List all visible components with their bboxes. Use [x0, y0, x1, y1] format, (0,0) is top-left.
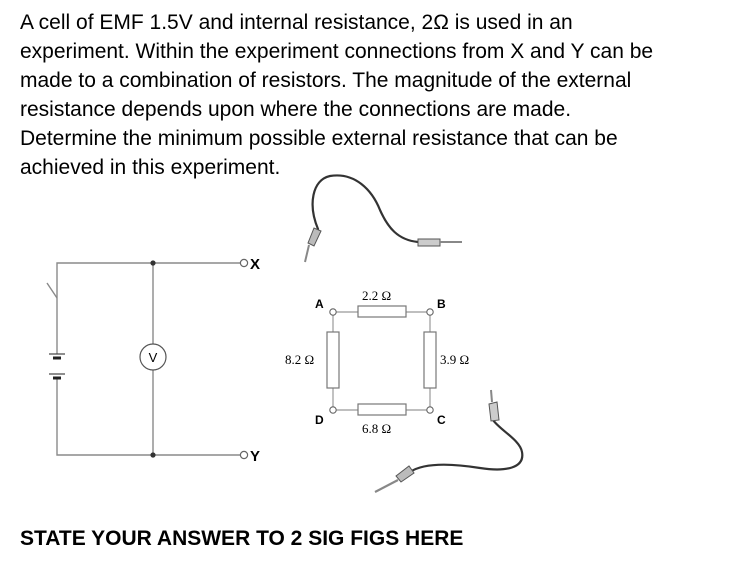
question-line: resistance depends upon where the connec… [20, 98, 572, 121]
voltmeter-icon: V [139, 343, 167, 371]
node-b-label: B [437, 297, 446, 311]
plug-icon [307, 227, 322, 247]
flying-lead-bottom[interactable] [374, 389, 524, 493]
battery-icon [49, 353, 65, 380]
resistor-da [326, 331, 340, 389]
switch-icon [46, 282, 58, 299]
resistor-ab-label: 2.2 Ω [362, 288, 391, 303]
plug-icon [417, 238, 441, 247]
node-c-terminal [426, 406, 434, 414]
terminal-y-icon [239, 450, 249, 460]
node-d-label: D [315, 413, 324, 427]
resistor-cd [357, 403, 407, 416]
terminal-y-label: Y [250, 448, 260, 465]
wire-bottom [56, 378, 240, 456]
voltmeter-label: V [149, 350, 158, 365]
node-a-terminal [329, 308, 337, 316]
question-text: A cell of EMF 1.5V and internal resistan… [20, 8, 725, 182]
terminal-x-label: X [250, 256, 260, 273]
resistor-bc [423, 331, 437, 389]
resistor-ab [357, 305, 407, 318]
junction-dot [150, 452, 156, 458]
resistor-cd-label: 6.8 Ω [362, 421, 391, 436]
node-c-label: C [437, 413, 446, 427]
terminal-x-icon [239, 258, 249, 268]
answer-prompt: STATE YOUR ANSWER TO 2 SIG FIGS HERE [20, 527, 464, 550]
node-a-label: A [315, 297, 324, 311]
resistor-da-label: 8.2 Ω [285, 352, 314, 367]
node-b-terminal [426, 308, 434, 316]
junction-dot [150, 260, 156, 266]
question-line: A cell of EMF 1.5V and internal resistan… [20, 11, 573, 34]
resistor-bc-label: 3.9 Ω [440, 352, 469, 367]
question-line: made to a combination of resistors. The … [20, 69, 632, 92]
plug-icon [488, 401, 500, 422]
node-d-terminal [329, 406, 337, 414]
question-line: Determine the minimum possible external … [20, 127, 618, 150]
wire-top [56, 262, 240, 354]
question-line: experiment. Within the experiment connec… [20, 40, 654, 63]
flying-lead-top[interactable] [304, 174, 462, 263]
plug-icon [395, 465, 415, 483]
question-line: achieved in this experiment. [20, 156, 281, 179]
